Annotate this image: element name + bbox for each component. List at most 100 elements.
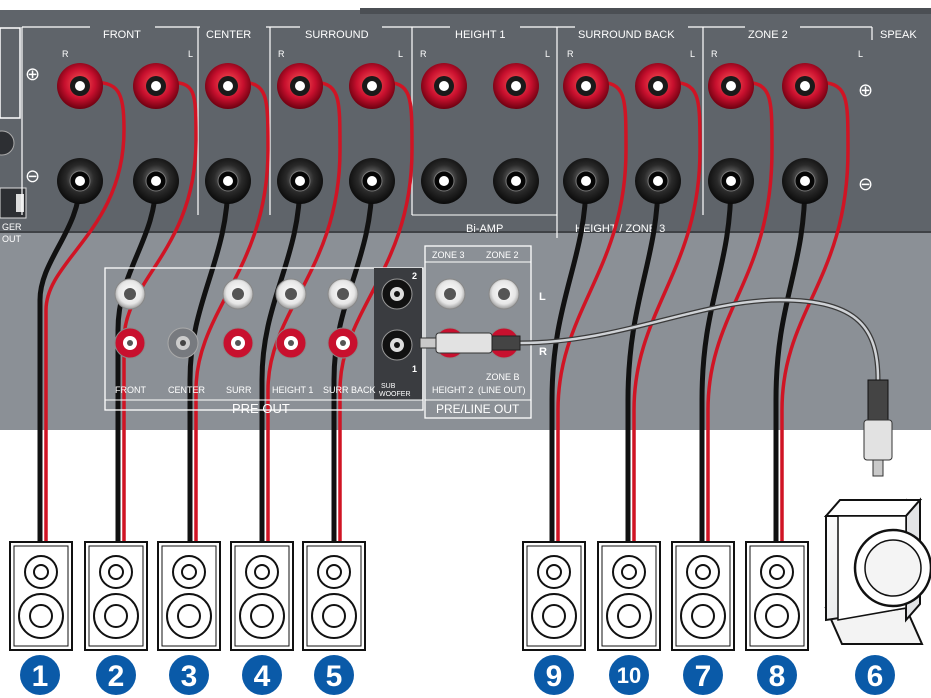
badge-10: 10 xyxy=(609,655,649,695)
plus-symbol-right: ⊕ xyxy=(858,80,873,100)
rca-surrback-l[interactable] xyxy=(327,278,359,310)
pre-line-r-label: R xyxy=(539,346,547,358)
rl-labels: R L R L R L R L R L xyxy=(62,49,863,59)
rca-plug-icon xyxy=(419,332,521,354)
terminal-surround-r-plus[interactable] xyxy=(277,63,323,109)
svg-text:L: L xyxy=(858,49,863,59)
terminal-sb-r-minus[interactable] xyxy=(563,158,609,204)
bookshelf-speaker-icon xyxy=(522,541,586,651)
badge-9: 9 xyxy=(534,655,574,695)
terminals-positive xyxy=(57,63,828,109)
svg-text:L: L xyxy=(188,49,193,59)
label-height1: HEIGHT 1 xyxy=(455,29,506,41)
svg-text:5: 5 xyxy=(326,660,343,693)
terminal-center-plus[interactable] xyxy=(205,63,251,109)
bookshelf-speaker-icon xyxy=(597,541,661,651)
minus-symbol-left: ⊖ xyxy=(25,166,40,186)
badge-3: 3 xyxy=(169,655,209,695)
label-bi-amp: Bi-AMP xyxy=(466,223,503,235)
svg-text:4: 4 xyxy=(254,660,271,693)
terminal-front-l-minus[interactable] xyxy=(133,158,179,204)
pre-out-center-label: CENTER xyxy=(168,385,206,395)
svg-text:R: R xyxy=(278,49,285,59)
svg-text:R: R xyxy=(567,49,574,59)
pre-out-title: PRE OUT xyxy=(232,401,290,416)
terminal-zone2-l-minus[interactable] xyxy=(782,158,828,204)
terminal-surround-l-plus[interactable] xyxy=(349,63,395,109)
rca-height1-l[interactable] xyxy=(275,278,307,310)
svg-text:L: L xyxy=(690,49,695,59)
rca-center[interactable] xyxy=(167,327,199,359)
terminal-zone2-l-plus[interactable] xyxy=(782,63,828,109)
svg-text:7: 7 xyxy=(695,660,712,693)
pre-line-zone3-label: ZONE 3 xyxy=(432,250,465,260)
svg-text:R: R xyxy=(420,49,427,59)
bookshelf-speaker-icon xyxy=(671,541,735,651)
sub-ch-1: 1 xyxy=(412,364,417,374)
terminal-height1-r-minus[interactable] xyxy=(421,158,467,204)
pre-line-zone2-label: ZONE 2 xyxy=(486,250,519,260)
terminal-surround-l-minus[interactable] xyxy=(349,158,395,204)
rca-surr-r[interactable] xyxy=(222,327,254,359)
rca-zone3-l[interactable] xyxy=(434,278,466,310)
bookshelf-speaker-icon xyxy=(230,541,294,651)
terminal-center-minus[interactable] xyxy=(205,158,251,204)
label-height-zone3: HEIGHT / ZONE 3 xyxy=(575,223,665,235)
left-edge-box xyxy=(0,27,21,119)
svg-text:2: 2 xyxy=(108,660,125,693)
terminal-zone2-r-plus[interactable] xyxy=(708,63,754,109)
speakers xyxy=(9,541,809,651)
terminal-front-r-minus[interactable] xyxy=(57,158,103,204)
label-zone2: ZONE 2 xyxy=(748,29,788,41)
bookshelf-speaker-icon xyxy=(9,541,73,651)
badge-1: 1 xyxy=(20,655,60,695)
terminal-height1-l-plus[interactable] xyxy=(493,63,539,109)
terminal-height1-l-minus[interactable] xyxy=(493,158,539,204)
terminal-surround-r-minus[interactable] xyxy=(277,158,323,204)
pre-line-zoneb-label: ZONE B xyxy=(486,372,520,382)
svg-text:6: 6 xyxy=(867,660,884,693)
badge-4: 4 xyxy=(242,655,282,695)
bookshelf-speaker-icon xyxy=(302,541,366,651)
rca-subwoofer-1[interactable] xyxy=(381,329,413,361)
pre-out-front-label: FRONT xyxy=(115,385,146,395)
rca-subwoofer-2[interactable] xyxy=(381,278,413,310)
svg-text:1: 1 xyxy=(32,660,49,693)
rca-surrback-r[interactable] xyxy=(327,327,359,359)
pre-out-height1-label: HEIGHT 1 xyxy=(272,385,313,395)
bookshelf-speaker-icon xyxy=(745,541,809,651)
svg-text:L: L xyxy=(545,49,550,59)
terminals-negative xyxy=(57,158,828,204)
left-edge-label-2: OUT xyxy=(2,234,22,244)
cables-red xyxy=(44,80,850,547)
pre-line-out-title: PRE/LINE OUT xyxy=(436,402,520,416)
rca-height1-r[interactable] xyxy=(275,327,307,359)
badge-7: 7 xyxy=(683,655,723,695)
terminal-front-l-plus[interactable] xyxy=(133,63,179,109)
terminal-sb-r-plus[interactable] xyxy=(563,63,609,109)
badge-5: 5 xyxy=(314,655,354,695)
terminal-zone2-r-minus[interactable] xyxy=(708,158,754,204)
rca-front-r[interactable] xyxy=(114,327,146,359)
terminal-height1-r-plus[interactable] xyxy=(421,63,467,109)
svg-text:3: 3 xyxy=(181,660,198,693)
label-surround-back: SURROUND BACK xyxy=(578,29,675,41)
rca-zone2-l[interactable] xyxy=(488,278,520,310)
label-speakers: SPEAK xyxy=(880,29,917,41)
badge-8: 8 xyxy=(757,655,797,695)
svg-text:R: R xyxy=(711,49,718,59)
pre-out-jacks xyxy=(114,278,413,361)
pre-line-height2-label: HEIGHT 2 xyxy=(432,385,473,395)
terminal-front-r-plus[interactable] xyxy=(57,63,103,109)
subwoofer-cable-highlight xyxy=(519,298,880,381)
rca-front-l[interactable] xyxy=(114,278,146,310)
badge-6: 6 xyxy=(855,655,895,695)
rca-surr-l[interactable] xyxy=(222,278,254,310)
terminal-sb-l-minus[interactable] xyxy=(635,158,681,204)
top-panel-strip xyxy=(360,8,931,14)
pre-out-surr-label: SURR xyxy=(226,385,252,395)
pre-line-lineout-label: (LINE OUT) xyxy=(478,385,526,395)
svg-text:8: 8 xyxy=(769,660,786,693)
terminal-sb-l-plus[interactable] xyxy=(635,63,681,109)
